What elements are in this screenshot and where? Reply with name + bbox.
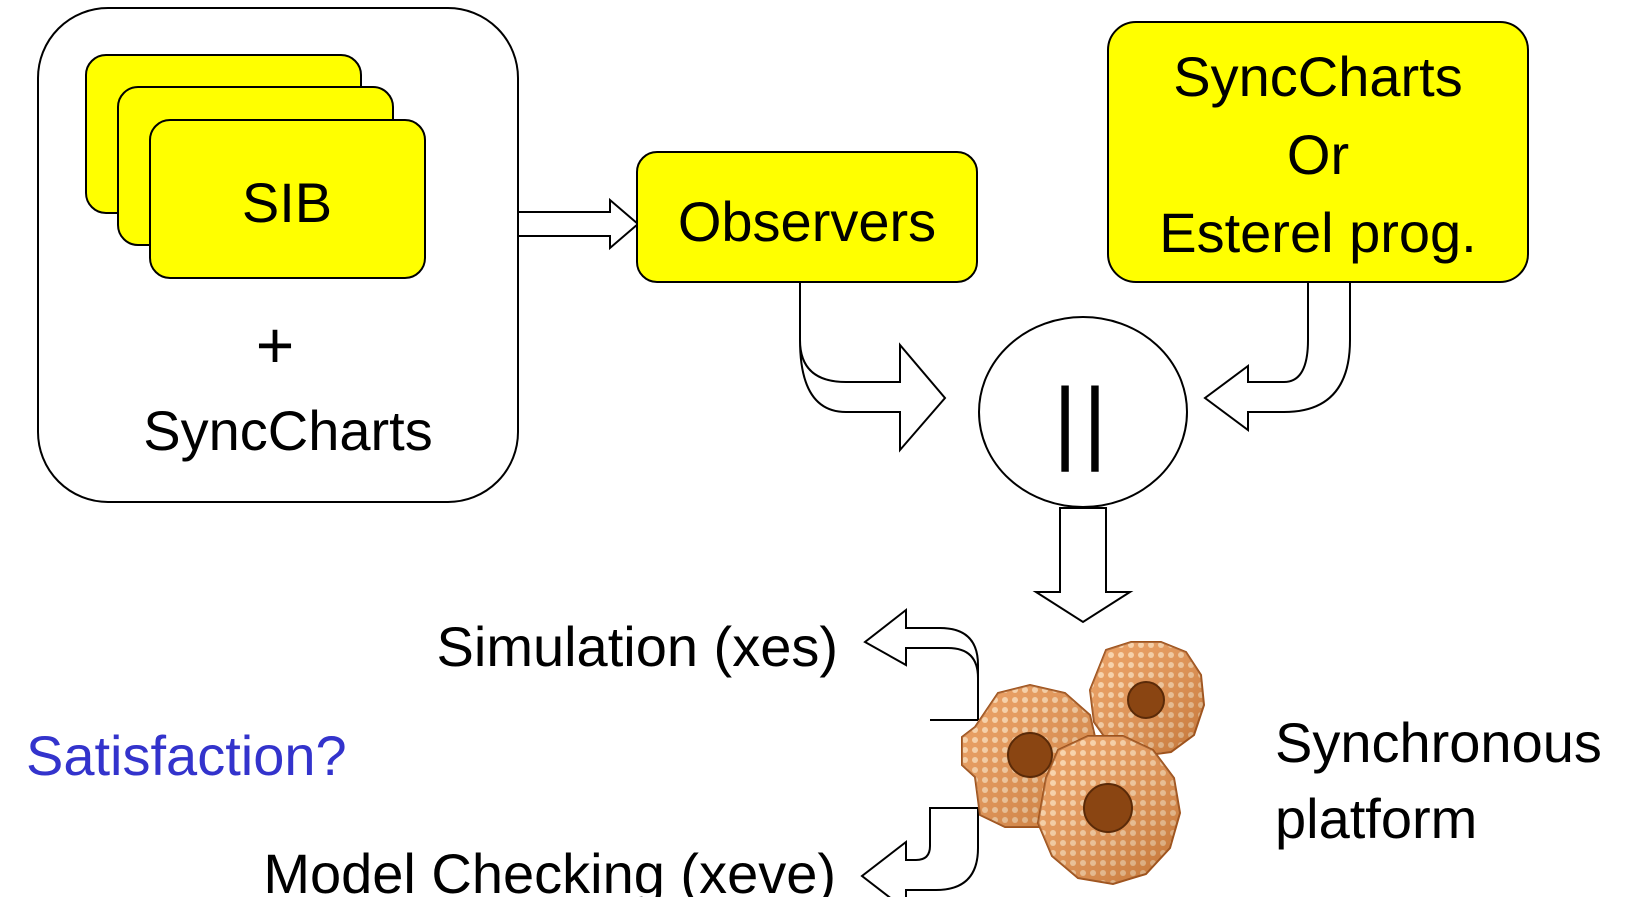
model-checking-label: Model Checking (xeve) (263, 842, 836, 897)
program-line1: SyncCharts (1173, 45, 1462, 108)
program-box: SyncCharts Or Esterel prog. (1107, 21, 1529, 283)
platform-label-line1: Synchronous (1275, 711, 1602, 774)
sib-card-front (149, 119, 426, 279)
arrow-to-model-checking (860, 807, 979, 897)
arrow-observers-to-parallel (799, 282, 947, 453)
observers-label: Observers (678, 190, 936, 253)
parallel-label: || (1053, 370, 1113, 472)
simulation-label: Simulation (xes) (437, 615, 838, 678)
platform-label-line2: platform (1275, 787, 1477, 850)
program-line3: Esterel prog. (1159, 201, 1477, 264)
sib-syncharts-container: SIB + SyncCharts (37, 7, 519, 503)
parallel-node: || (978, 316, 1188, 508)
arrow-to-simulation-inner (912, 660, 930, 720)
satisfaction-label: Satisfaction? (26, 724, 347, 787)
program-line2: Or (1287, 123, 1349, 186)
arrow-to-observers (517, 197, 640, 251)
observers-box: Observers (636, 151, 978, 283)
arrow-to-simulation (863, 607, 979, 720)
gears-icon (961, 641, 1206, 886)
syncharts-label: SyncCharts (143, 399, 432, 462)
sib-label: SIB (242, 171, 332, 234)
plus-label: + (256, 308, 295, 382)
arrow-program-to-parallel (1203, 281, 1351, 432)
arrow-parallel-to-platform (1032, 507, 1134, 624)
